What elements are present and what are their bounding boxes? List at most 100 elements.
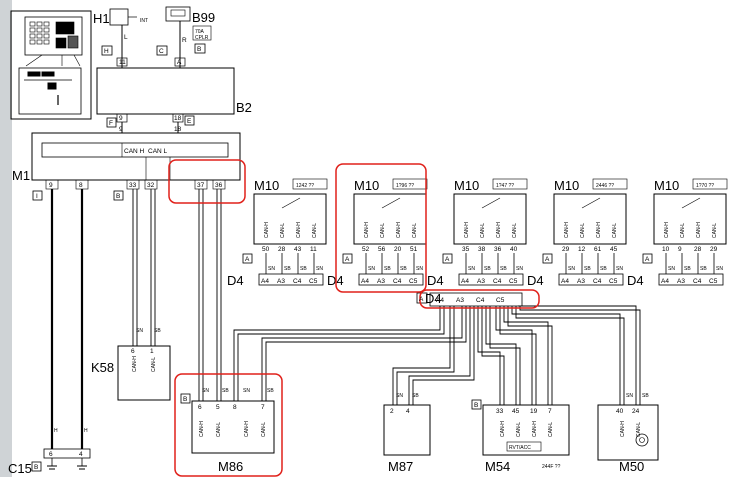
m10-module-3-pin-1: 35 (462, 246, 470, 253)
m86-label: M86 (218, 459, 243, 474)
m10-module-3-label: M10 (454, 178, 479, 193)
m86-pin-2: 5 (216, 404, 220, 411)
m10-module-3-box (453, 193, 527, 245)
m10-module-3-pin-2: 38 (478, 246, 486, 253)
b2-conn-left: F (109, 120, 113, 127)
m10-module-2-can-label-1: CAN-H (364, 222, 370, 238)
m10-module-1-term-2: A3 (277, 278, 285, 285)
m10-module-2-pin-3: 20 (394, 246, 402, 253)
m1-pin-1: 9 (49, 182, 53, 189)
m10-module-3-conn-box (442, 253, 453, 264)
m10-module-3-can-label-4: CAN-L (512, 223, 518, 238)
m10-module-5-wire-code-4: SN (716, 266, 723, 272)
c15-wire-2: H (84, 428, 88, 434)
m10-module-1-wire-code-1: SN (268, 266, 275, 272)
m54-label-3: CAN-H (532, 421, 538, 437)
h1-pin-num: 11 (119, 59, 126, 66)
m10-module-1-term-3: C4 (293, 278, 302, 285)
m10-module-3-term-3: C4 (493, 278, 502, 285)
m1-pin-4: 32 (147, 182, 155, 189)
m10-module-4-tag: 2446 ?? (596, 183, 614, 189)
component-c15: C15 B 6 4 H H (8, 428, 88, 476)
m10-module-2-term-3: C4 (393, 278, 402, 285)
m10-module-2-label: M10 (354, 178, 379, 193)
m86-pin-1: 6 (198, 404, 202, 411)
m10-module-5-tag: 1?70 ?? (696, 183, 714, 189)
b2-pin-bottom-1: 9 (119, 126, 123, 133)
b2-label: B2 (236, 100, 252, 115)
c15-pin-1: 6 (49, 451, 53, 458)
m54-label-4: CAN-L (548, 422, 554, 437)
m10-module-2-pin-1: 52 (362, 246, 370, 253)
component-b2: B2 9 18 F E 9 18 (109, 100, 252, 133)
b99-conn2: B (197, 46, 201, 53)
component-m1: M1 CAN H CAN L 9 8 33 32 37 36 I B (12, 148, 223, 200)
m87-label: M87 (388, 459, 413, 474)
m10-module-4-pin-2: 12 (578, 246, 586, 253)
m86-label-3: CAN-H (244, 421, 250, 437)
m10-module-2-wire-code-4: SN (416, 266, 423, 272)
m10-module-4-term-2: A3 (577, 278, 585, 285)
bus-d4-label: D4 (425, 291, 442, 306)
m54-tag: 244F ?? (542, 464, 561, 470)
m10-module-3-tag: 1?47 ?? (496, 183, 514, 189)
m10-module-3-tag-box (492, 178, 528, 190)
m10-module-2-can-label-4: CAN-L (412, 223, 418, 238)
b2-pin-top-2: 18 (174, 115, 182, 122)
m10-module-2-tag-box (392, 178, 428, 190)
m10-module-5-can-label-4: CAN-L (712, 223, 718, 238)
m54-pin-1: 33 (496, 408, 504, 415)
m10-module-5-pin-2: 9 (678, 246, 682, 253)
m1-conn-right: B (116, 193, 120, 200)
b99-conn1: C (159, 48, 164, 55)
m10-module-2-terminal-strip (358, 273, 424, 286)
m10-module-4-can-label-2: CAN-L (580, 223, 586, 238)
m10-module-1-terminal-strip (258, 273, 324, 286)
m10-module-2-wire-code-1: SN (368, 266, 375, 272)
m10-module-4-term-3: C4 (593, 278, 602, 285)
m10-module-4-wire-code-4: SN (616, 266, 623, 272)
m10-module-3-cross-mark (481, 197, 501, 209)
k58-label: K58 (91, 360, 114, 375)
m10-module-4-pin-4: 45 (610, 246, 618, 253)
m54-conn: B (474, 402, 478, 409)
m50-pin-2: 24 (632, 408, 640, 415)
m10-module-2-term-1: A4 (361, 278, 369, 285)
m10-module-1-pin-4: 11 (310, 246, 317, 253)
m10-module-3-pin-3: 36 (494, 246, 502, 253)
m10-module-4-can-label-4: CAN-L (612, 223, 618, 238)
m10-module-5-wire-code-2: SB (684, 266, 691, 272)
m50-wire-1: SN (626, 393, 633, 399)
bus-pin-1: A4 (436, 297, 444, 304)
m10-module-4-pin-1: 29 (562, 246, 570, 253)
m10-module-4-wire-code-2: SB (584, 266, 591, 272)
m10-module-5-term-2: A3 (677, 278, 685, 285)
m1-pin-3: 33 (129, 182, 137, 189)
m10-module-5-conn: A (645, 256, 650, 263)
m50-label-2: CAN-L (636, 422, 642, 437)
m10-module-5-d4: D4 (627, 273, 644, 288)
b99-tag1: 70A (195, 29, 205, 35)
m86-label-1: CAN-H (199, 421, 205, 437)
m10-module-5-pin-3: 28 (694, 246, 702, 253)
bus-pin-2: A3 (456, 297, 464, 304)
m1-can-h: CAN H (124, 148, 145, 155)
m10-module-1-pin-3: 43 (294, 246, 302, 253)
m10-module-1-can-label-1: CAN-H (264, 222, 270, 238)
k58-pin-1: 6 (131, 348, 135, 355)
bus-pin-4: C5 (496, 297, 505, 304)
m10-module-2-term-2: A3 (377, 278, 385, 285)
c15-wire-1: H (54, 428, 58, 434)
k58-label-can-h: CAN-H (132, 356, 138, 372)
m10-module-5-can-label-2: CAN-L (680, 223, 686, 238)
m10-module-4-conn: A (545, 256, 550, 263)
m54-pin-2: 45 (512, 408, 520, 415)
m10-module-5-term-3: C4 (693, 278, 702, 285)
m10-module-3-can-label-2: CAN-L (480, 223, 486, 238)
m86-label-4: CAN-L (261, 422, 267, 437)
m10-module-4-box (553, 193, 627, 245)
m1-pin-6: 36 (215, 182, 223, 189)
m10-module-2-cross-mark (381, 197, 401, 209)
m10-module-3-wire-code-2: SB (484, 266, 491, 272)
m10-module-4-pin-3: 61 (594, 246, 602, 253)
